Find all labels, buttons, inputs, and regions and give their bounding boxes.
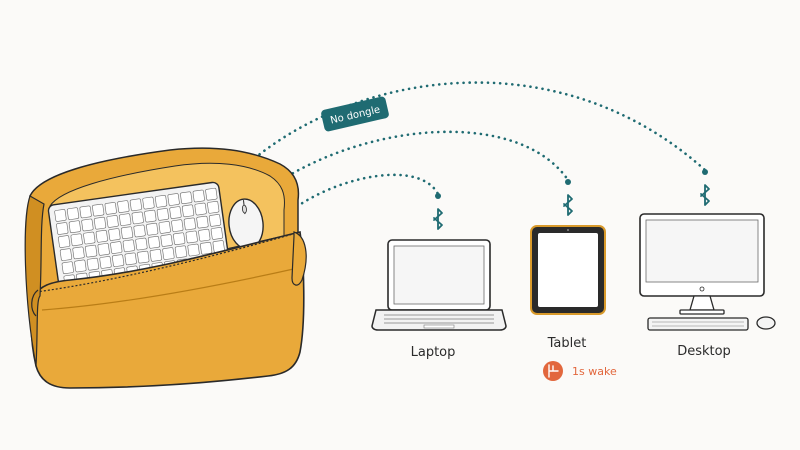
- keyboard-key: [66, 207, 80, 220]
- keyboard-key: [106, 215, 119, 228]
- keyboard-key: [160, 234, 173, 247]
- keyboard-key: [74, 259, 87, 273]
- keyboard-key: [81, 218, 94, 232]
- keyboard-key: [99, 256, 112, 269]
- keyboard-key: [85, 244, 98, 258]
- keyboard-key: [95, 229, 108, 243]
- keyboard-key: [198, 228, 211, 242]
- keyboard-key: [162, 247, 175, 260]
- keyboard-key: [120, 226, 134, 240]
- no-dongle-badge: No dongle: [321, 96, 389, 132]
- travel-pouch-icon: [24, 147, 307, 389]
- keyboard-key: [194, 202, 207, 216]
- keyboard-key: [108, 228, 121, 241]
- bluetooth-icon: [700, 184, 710, 206]
- wake-label: 1s wake: [572, 365, 617, 378]
- keyboard-key: [205, 187, 218, 201]
- keyboard-key: [124, 252, 137, 266]
- keyboard-key: [93, 216, 107, 230]
- keyboard-key: [210, 227, 223, 240]
- keyboard-key: [174, 245, 188, 259]
- connection-arc-desktop: [248, 81, 707, 172]
- keyboard-key: [173, 232, 186, 246]
- keyboard-key: [180, 191, 193, 205]
- keyboard-key: [142, 196, 155, 210]
- keyboard-key: [185, 230, 198, 244]
- keyboard-key: [104, 202, 117, 215]
- device-label-laptop: Laptop: [411, 345, 456, 360]
- keyboard-key: [59, 248, 73, 261]
- keyboard-key: [79, 205, 92, 219]
- keyboard-key: [86, 257, 100, 271]
- keyboard-key: [137, 250, 150, 264]
- keyboard-key: [110, 241, 123, 254]
- keyboard-key: [158, 221, 171, 234]
- device-label-desktop: Desktop: [677, 344, 731, 359]
- keyboard-key: [112, 254, 125, 267]
- connection-end-tablet: [565, 179, 571, 185]
- timer-icon: [543, 361, 563, 381]
- keyboard-key: [208, 214, 222, 227]
- connections: [248, 81, 707, 212]
- keyboard-key: [70, 233, 83, 247]
- keyboard-key: [154, 195, 168, 208]
- keyboard-key: [122, 239, 135, 253]
- keyboard-key: [207, 201, 220, 214]
- keyboard-key: [144, 209, 157, 223]
- keyboard-key: [169, 206, 182, 219]
- connection-arc-tablet: [270, 130, 570, 188]
- mouse-icon: [228, 198, 264, 250]
- bluetooth-icon: [563, 194, 573, 216]
- keyboard-key: [196, 215, 209, 229]
- keyboard-key: [149, 249, 162, 262]
- keyboard-key: [117, 200, 130, 213]
- keyboard-key: [171, 219, 184, 232]
- keyboard-key: [83, 231, 96, 245]
- tablet-icon: [530, 225, 606, 315]
- device-label-tablet: Tablet: [547, 336, 587, 351]
- keyboard-key: [133, 224, 146, 238]
- wake-indicator: 1s wake: [543, 361, 617, 381]
- keyboard-key: [68, 220, 81, 234]
- keyboard-key: [183, 217, 196, 231]
- connection-end-laptop: [435, 193, 441, 199]
- keyboard-key: [146, 222, 159, 236]
- keyboard-key: [181, 204, 195, 218]
- connection-end-desktop: [702, 169, 708, 175]
- laptop-icon: [371, 239, 507, 331]
- keyboard-key: [131, 211, 144, 225]
- keyboard-key: [56, 222, 69, 235]
- desktop-icon: [639, 213, 776, 331]
- keyboard-key: [119, 213, 132, 226]
- connection-arc-laptop: [290, 173, 440, 212]
- keyboard-key: [72, 246, 85, 260]
- keyboard-key: [129, 198, 142, 212]
- keyboard-key: [54, 209, 67, 222]
- keyboard-key: [192, 189, 205, 203]
- keyboard-key: [97, 243, 110, 256]
- keyboard-key: [135, 237, 148, 251]
- keyboard-key: [61, 261, 74, 274]
- keyboard-key: [187, 243, 200, 257]
- keyboard-key: [200, 241, 213, 255]
- keyboard-key: [92, 203, 105, 217]
- keyboard-key: [167, 193, 180, 206]
- bluetooth-icon: [433, 208, 443, 230]
- keyboard-key: [147, 235, 161, 249]
- keyboard-key: [156, 208, 169, 221]
- keyboard-key: [58, 235, 71, 248]
